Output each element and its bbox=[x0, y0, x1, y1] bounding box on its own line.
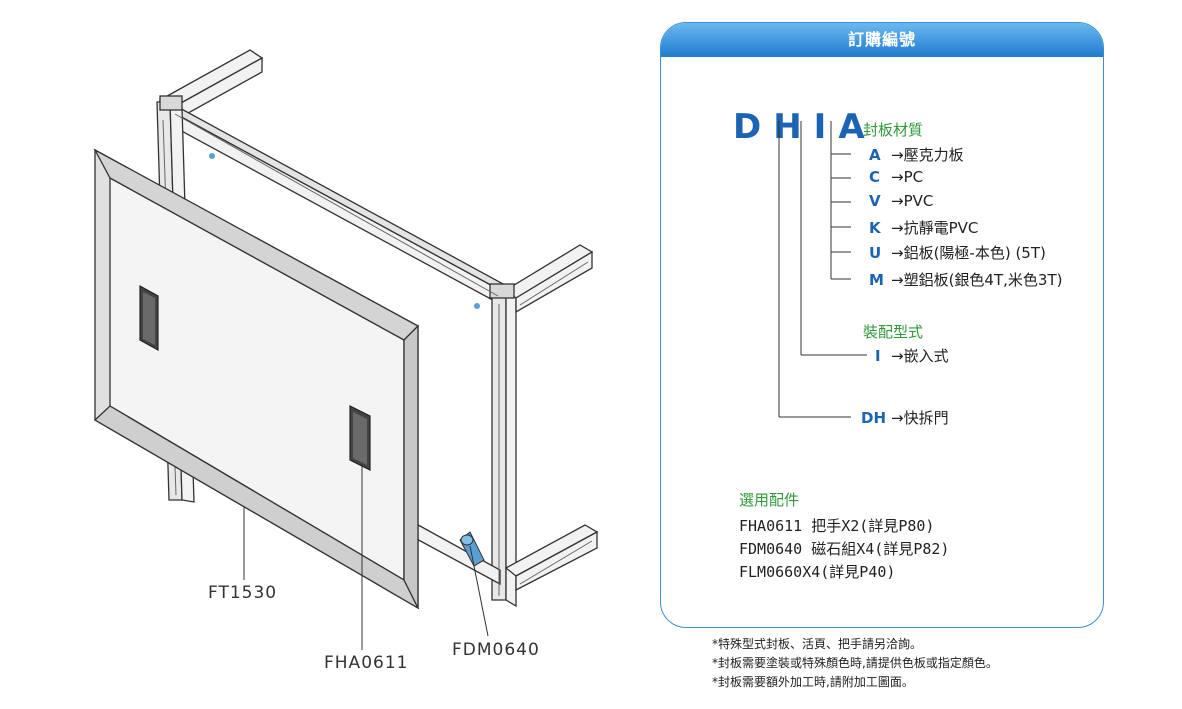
accessory-item: FHA0611 把手X2(詳見P80) bbox=[739, 517, 935, 535]
accessories-label: 選用配件 bbox=[739, 491, 800, 509]
callout-magnet: FDM0640 bbox=[452, 640, 540, 660]
handle-icon bbox=[349, 405, 371, 471]
door-assembly-drawing bbox=[93, 49, 599, 650]
magnet-icon bbox=[459, 531, 485, 567]
note-item: *特殊型式封板、活頁、把手請另洽詢。 bbox=[712, 637, 923, 651]
note-item: *封板需要塗裝或特殊顏色時,請提供色板或指定顏色。 bbox=[712, 656, 998, 670]
panel-body: DHIA 封板材質 A→壓克力板 C→PC V→PVC bbox=[661, 57, 1103, 627]
leader-lines bbox=[243, 464, 489, 650]
magnet-mount-icon bbox=[209, 153, 215, 159]
note-item: *封板需要額外加工時,請附加工圖面。 bbox=[712, 675, 914, 689]
order-code: DHIA bbox=[733, 107, 877, 147]
callout-frame: FT1530 bbox=[208, 583, 278, 603]
material-option: K→抗靜電PVC bbox=[869, 219, 979, 237]
material-option: C→PC bbox=[869, 168, 924, 186]
handle-icon bbox=[139, 284, 159, 352]
code-tree-lines bbox=[778, 121, 867, 418]
door-option: DH→快拆門 bbox=[861, 409, 949, 427]
panel-title: 訂購編號 bbox=[661, 23, 1103, 57]
material-label: 封板材質 bbox=[863, 121, 924, 139]
accessory-item: FLM0660X4(詳見P40) bbox=[739, 563, 896, 581]
material-option: V→PVC bbox=[869, 192, 934, 210]
ordering-code-panel: 訂購編號 DHIA 封板材質 A→壓克力板 C→PC bbox=[660, 22, 1104, 628]
assembly-label: 裝配型式 bbox=[863, 323, 924, 341]
assembly-option: I→嵌入式 bbox=[875, 347, 949, 365]
material-option: A→壓克力板 bbox=[869, 146, 964, 164]
accessory-item: FDM0640 磁石組X4(詳見P82) bbox=[739, 540, 950, 558]
door-panel bbox=[93, 148, 420, 610]
notes: *特殊型式封板、活頁、把手請另洽詢。 *封板需要塗裝或特殊顏色時,請提供色板或指… bbox=[712, 635, 998, 692]
material-option: U→鋁板(陽極-本色) (5T) bbox=[869, 244, 1046, 262]
callout-handle: FHA0611 bbox=[324, 653, 409, 673]
magnet-mount-icon bbox=[474, 303, 480, 309]
material-option: M→塑鋁板(銀色4T,米色3T) bbox=[869, 271, 1063, 289]
